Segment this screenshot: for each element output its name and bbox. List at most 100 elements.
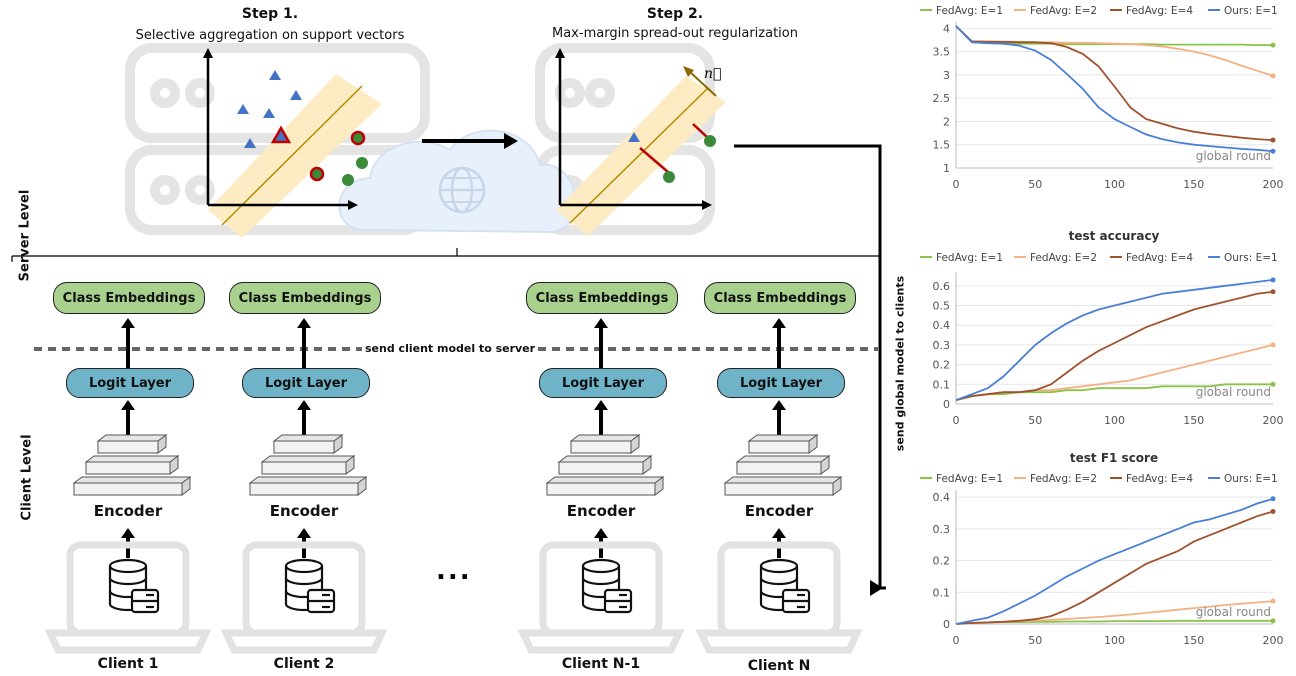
x-tick-label: 100 xyxy=(1104,414,1125,427)
up-arrow-head xyxy=(297,528,311,538)
server-level-label: Server Level xyxy=(17,189,33,282)
y-tick-label: 0.3 xyxy=(933,523,951,536)
x-tick-label: 150 xyxy=(1183,178,1204,191)
y-tick-label: 0.3 xyxy=(933,339,951,352)
encoder-stack-icon xyxy=(723,434,843,496)
up-arrow-head xyxy=(772,400,786,410)
x-tick-label: 200 xyxy=(1263,414,1284,427)
y-tick-label: 0 xyxy=(943,618,950,631)
x-tick-label: 0 xyxy=(953,634,960,647)
y-tick-label: 2.5 xyxy=(933,92,951,105)
laptop-icon xyxy=(220,541,388,654)
client-label-3: Client N-1 xyxy=(561,656,641,672)
series-end-point xyxy=(1270,598,1276,604)
client-label-1: Client 1 xyxy=(97,656,159,672)
series-end-point xyxy=(1270,289,1276,295)
class-embeddings-1: Class Embeddings xyxy=(53,282,205,314)
y-tick-label: 0.2 xyxy=(933,555,951,568)
y-tick-label: 0.1 xyxy=(933,586,951,599)
y-tick-label: 0 xyxy=(943,398,950,411)
logit-layer-4: Logit Layer xyxy=(717,368,845,398)
encoder-label-3: Encoder xyxy=(566,502,636,520)
encoder-label-4: Encoder xyxy=(744,502,814,520)
y-tick-label: 2 xyxy=(943,115,950,128)
up-arrow-head xyxy=(594,400,608,410)
server-bracket xyxy=(11,248,880,262)
up-arrow-head xyxy=(121,318,135,328)
x-tick-label: 200 xyxy=(1263,178,1284,191)
legend-label: FedAvg: E=4 xyxy=(1126,252,1193,264)
class-embeddings-3: Class Embeddings xyxy=(526,282,678,314)
series-end-point xyxy=(1270,42,1276,48)
legend-label: Ours: E=1 xyxy=(1224,252,1278,264)
encoder-stack-icon xyxy=(72,434,192,496)
legend-label: Ours: E=1 xyxy=(1224,5,1278,17)
legend-label: FedAvg: E=4 xyxy=(1126,5,1193,17)
step1-svm-plot xyxy=(203,48,382,238)
x-tick-label: 100 xyxy=(1104,634,1125,647)
client-label-2: Client 2 xyxy=(273,656,335,672)
x-tick-label: 150 xyxy=(1183,414,1204,427)
encoder-stack-icon xyxy=(248,434,368,496)
chart-title: test F1 score xyxy=(1070,451,1158,465)
x-annotation: global round xyxy=(1196,149,1271,163)
legend-label: FedAvg: E=2 xyxy=(1030,473,1097,485)
more-clients-ellipsis: ... xyxy=(436,556,472,586)
series-line xyxy=(955,279,1274,401)
x-tick-label: 100 xyxy=(1104,178,1125,191)
up-arrow-head xyxy=(121,528,135,538)
database-icon xyxy=(108,558,160,614)
series-end-point xyxy=(1270,496,1276,502)
x-tick-label: 0 xyxy=(953,414,960,427)
series-line xyxy=(955,25,1274,77)
cloud-icon xyxy=(338,129,577,234)
up-arrow-head xyxy=(121,400,135,410)
class-embeddings-2: Class Embeddings xyxy=(229,282,381,314)
encoder-label-2: Encoder xyxy=(269,502,339,520)
x-tick-label: 200 xyxy=(1263,634,1284,647)
series-line xyxy=(955,290,1274,401)
series-line xyxy=(955,25,1274,153)
y-tick-label: 0.1 xyxy=(933,378,951,391)
up-arrow-head xyxy=(772,318,786,328)
series-line xyxy=(955,25,1274,141)
client-arrows xyxy=(121,318,786,558)
x-tick-label: 150 xyxy=(1183,634,1204,647)
y-tick-label: 0.5 xyxy=(933,300,951,313)
send-global-model-label: send global model to clients xyxy=(893,268,907,459)
legend-label: Ours: E=1 xyxy=(1224,473,1278,485)
class-embeddings-4: Class Embeddings xyxy=(704,282,856,314)
client-level-label: Client Level xyxy=(19,434,35,521)
step1-subtitle: Selective aggregation on support vectors xyxy=(135,28,405,43)
logit-layer-2: Logit Layer xyxy=(242,368,370,398)
laptop-icon xyxy=(517,541,685,654)
legend-label: FedAvg: E=4 xyxy=(1126,473,1193,485)
series-end-point xyxy=(1270,73,1276,79)
legend-label: FedAvg: E=2 xyxy=(1030,252,1097,264)
logit-layer-1: Logit Layer xyxy=(66,368,194,398)
database-icon xyxy=(759,558,811,614)
series-end-point xyxy=(1270,137,1276,143)
series-end-point xyxy=(1270,618,1276,624)
database-icon xyxy=(581,558,633,614)
logit-layer-3: Logit Layer xyxy=(539,368,667,398)
series-line xyxy=(955,383,1273,401)
y-tick-label: 0.2 xyxy=(933,359,951,372)
series-end-point xyxy=(1270,381,1276,387)
y-tick-label: 0.4 xyxy=(933,491,951,504)
normal-vector-label: n⃗ xyxy=(704,66,722,82)
legend-label: FedAvg: E=2 xyxy=(1030,5,1097,17)
encoder-stack-icon xyxy=(545,434,665,496)
up-arrow-head xyxy=(594,528,608,538)
series-end-point xyxy=(1270,148,1276,154)
database-icon xyxy=(284,558,336,614)
step2-svm-plot xyxy=(555,48,726,236)
y-tick-label: 1.5 xyxy=(933,139,951,152)
step1-title: Step 1. xyxy=(241,6,299,22)
up-arrow-head xyxy=(772,528,786,538)
y-tick-label: 0.4 xyxy=(933,319,951,332)
chart-title: test accuracy xyxy=(1069,229,1160,243)
